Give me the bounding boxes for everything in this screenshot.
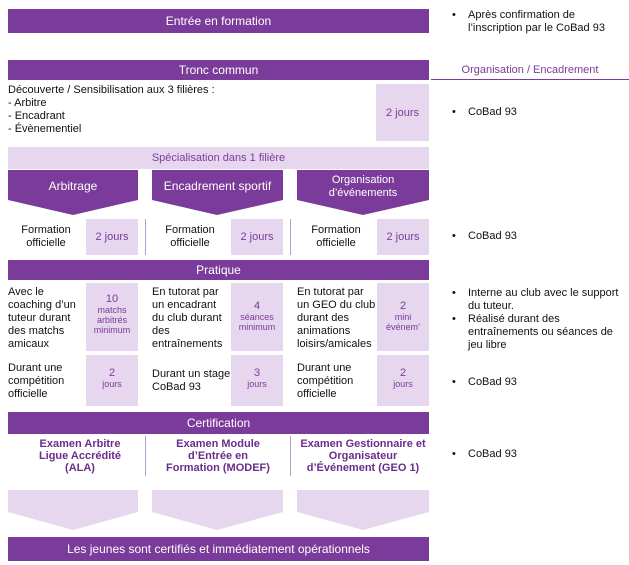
side-note-text: CoBad 93 bbox=[468, 448, 517, 460]
side-note-pratique-3: • CoBad 93 bbox=[452, 376, 622, 389]
pratique2-encadrement-num: 3 bbox=[253, 367, 261, 379]
pratique-encadrement-unit: séances minimum bbox=[238, 312, 276, 332]
pratique2-organisation-num: 2 bbox=[399, 367, 407, 379]
side-note-pratique-2: • Réalisé durant des entraînements ou sé… bbox=[452, 313, 624, 352]
exam-modef: Examen Module d’Entrée en Formation (MOD… bbox=[166, 438, 270, 474]
pratique-encadrement-num: 4 bbox=[253, 300, 261, 312]
filiere-arbitrage-label: Arbitrage bbox=[48, 179, 98, 193]
side-note-formation: • CoBad 93 bbox=[452, 230, 622, 243]
duration-encadrement-label: 2 jours bbox=[240, 231, 274, 243]
side-header-label: Organisation / Encadrement bbox=[461, 64, 599, 76]
pratique2-arbitrage-text: Durant une compétition officielle bbox=[8, 362, 65, 400]
side-note-text: CoBad 93 bbox=[468, 230, 517, 242]
entry-bar: Entrée en formation bbox=[8, 9, 429, 33]
exam-ala: Examen Arbitre Ligue Accrédité (ALA) bbox=[38, 438, 122, 474]
pratique2-arbitrage-num: 2 bbox=[108, 367, 116, 379]
side-note-text: CoBad 93 bbox=[468, 106, 517, 118]
pratique2-arbitrage-box: 2 jours bbox=[86, 355, 138, 406]
pratique2-organisation-unit: jours bbox=[393, 379, 413, 389]
divider bbox=[290, 436, 291, 476]
chevron-organisation bbox=[297, 170, 429, 215]
side-note-tronc: • CoBad 93 bbox=[452, 106, 622, 119]
duration-organisation: 2 jours bbox=[377, 219, 429, 255]
pratique-arbitrage-text: Avec le coaching d’un tuteur durant des … bbox=[8, 286, 76, 350]
side-note-certification: • CoBad 93 bbox=[452, 448, 622, 461]
light-chevron-3 bbox=[297, 490, 429, 530]
formation-arbitrage: Formation officielle bbox=[21, 224, 71, 249]
pratique-organisation-unit: mini événem’ bbox=[385, 312, 421, 332]
tronc-line-3: - Encadrant bbox=[8, 110, 65, 122]
side-note-text: Interne au club avec le support du tuteu… bbox=[468, 287, 619, 312]
pratique2-encadrement-unit: jours bbox=[247, 379, 267, 389]
divider bbox=[145, 436, 146, 476]
formation-encadrement: Formation officielle bbox=[165, 224, 215, 249]
tronc-line-2: - Arbitre bbox=[8, 97, 47, 109]
pratique2-arbitrage-unit: jours bbox=[102, 379, 122, 389]
pratique-title: Pratique bbox=[196, 263, 241, 277]
exam-geo: Examen Gestionnaire et Organisateur d’Év… bbox=[300, 438, 426, 474]
pratique2-encadrement-text: Durant un stage CoBad 93 bbox=[152, 368, 231, 393]
divider bbox=[290, 219, 291, 255]
tronc-description: Découverte / Sensibilisation aux 3 filiè… bbox=[8, 84, 368, 136]
certification-title: Certification bbox=[186, 416, 251, 430]
certification-bar: Certification bbox=[8, 412, 429, 434]
pratique-organisation-box: 2 mini événem’ bbox=[377, 283, 429, 351]
chevron-encadrement bbox=[152, 170, 283, 215]
filiere-organisation-label: Organisation d’événements bbox=[328, 174, 398, 199]
duration-arbitrage-label: 2 jours bbox=[95, 231, 129, 243]
light-chevron-1 bbox=[8, 490, 138, 530]
tronc-commun-title: Tronc commun bbox=[178, 63, 259, 77]
specialisation-title: Spécialisation dans 1 filière bbox=[151, 152, 286, 164]
side-note-pratique-1: • Interne au club avec le support du tut… bbox=[452, 287, 624, 313]
duration-organisation-label: 2 jours bbox=[386, 231, 420, 243]
tronc-duration: 2 jours bbox=[385, 106, 420, 119]
pratique2-organisation-box: 2 jours bbox=[377, 355, 429, 406]
duration-encadrement: 2 jours bbox=[231, 219, 283, 255]
pratique-arbitrage-unit: matchs arbitrés minimum bbox=[93, 305, 131, 335]
tronc-duration-box: 2 jours bbox=[376, 84, 429, 141]
chevron-arbitrage bbox=[8, 170, 138, 215]
entry-label: Entrée en formation bbox=[165, 14, 272, 28]
side-header: Organisation / Encadrement bbox=[431, 60, 629, 80]
pratique-encadrement-box: 4 séances minimum bbox=[231, 283, 283, 351]
divider bbox=[145, 219, 146, 255]
filiere-encadrement-label: Encadrement sportif bbox=[163, 179, 272, 193]
result-label: Les jeunes sont certifiés et immédiateme… bbox=[67, 542, 370, 556]
tronc-line-1: Découverte / Sensibilisation aux 3 filiè… bbox=[8, 84, 215, 96]
pratique-bar: Pratique bbox=[8, 260, 429, 280]
pratique2-organisation-text: Durant une compétition officielle bbox=[297, 362, 354, 400]
side-note-entry: • Après confirmation de l’inscription pa… bbox=[452, 9, 622, 35]
side-note-text: Après confirmation de l’inscription par … bbox=[468, 9, 605, 34]
pratique-organisation-text: En tutorat par un GEO du club durant des… bbox=[297, 286, 376, 350]
result-bar: Les jeunes sont certifiés et immédiateme… bbox=[8, 537, 429, 561]
pratique2-encadrement-box: 3 jours bbox=[231, 355, 283, 406]
pratique-arbitrage-num: 10 bbox=[105, 293, 119, 305]
tronc-commun-bar: Tronc commun bbox=[8, 60, 429, 80]
side-note-text: Réalisé durant des entraînements ou séan… bbox=[468, 313, 613, 351]
pratique-encadrement-text: En tutorat par un encadrant du club dura… bbox=[152, 286, 223, 350]
specialisation-bar: Spécialisation dans 1 filière bbox=[8, 147, 429, 169]
pratique-organisation-num: 2 bbox=[399, 300, 407, 312]
side-note-text: CoBad 93 bbox=[468, 376, 517, 388]
light-chevron-2 bbox=[152, 490, 283, 530]
pratique-arbitrage-box: 10 matchs arbitrés minimum bbox=[86, 283, 138, 351]
formation-organisation: Formation officielle bbox=[311, 224, 361, 249]
tronc-line-4: - Évènementiel bbox=[8, 123, 82, 135]
duration-arbitrage: 2 jours bbox=[86, 219, 138, 255]
